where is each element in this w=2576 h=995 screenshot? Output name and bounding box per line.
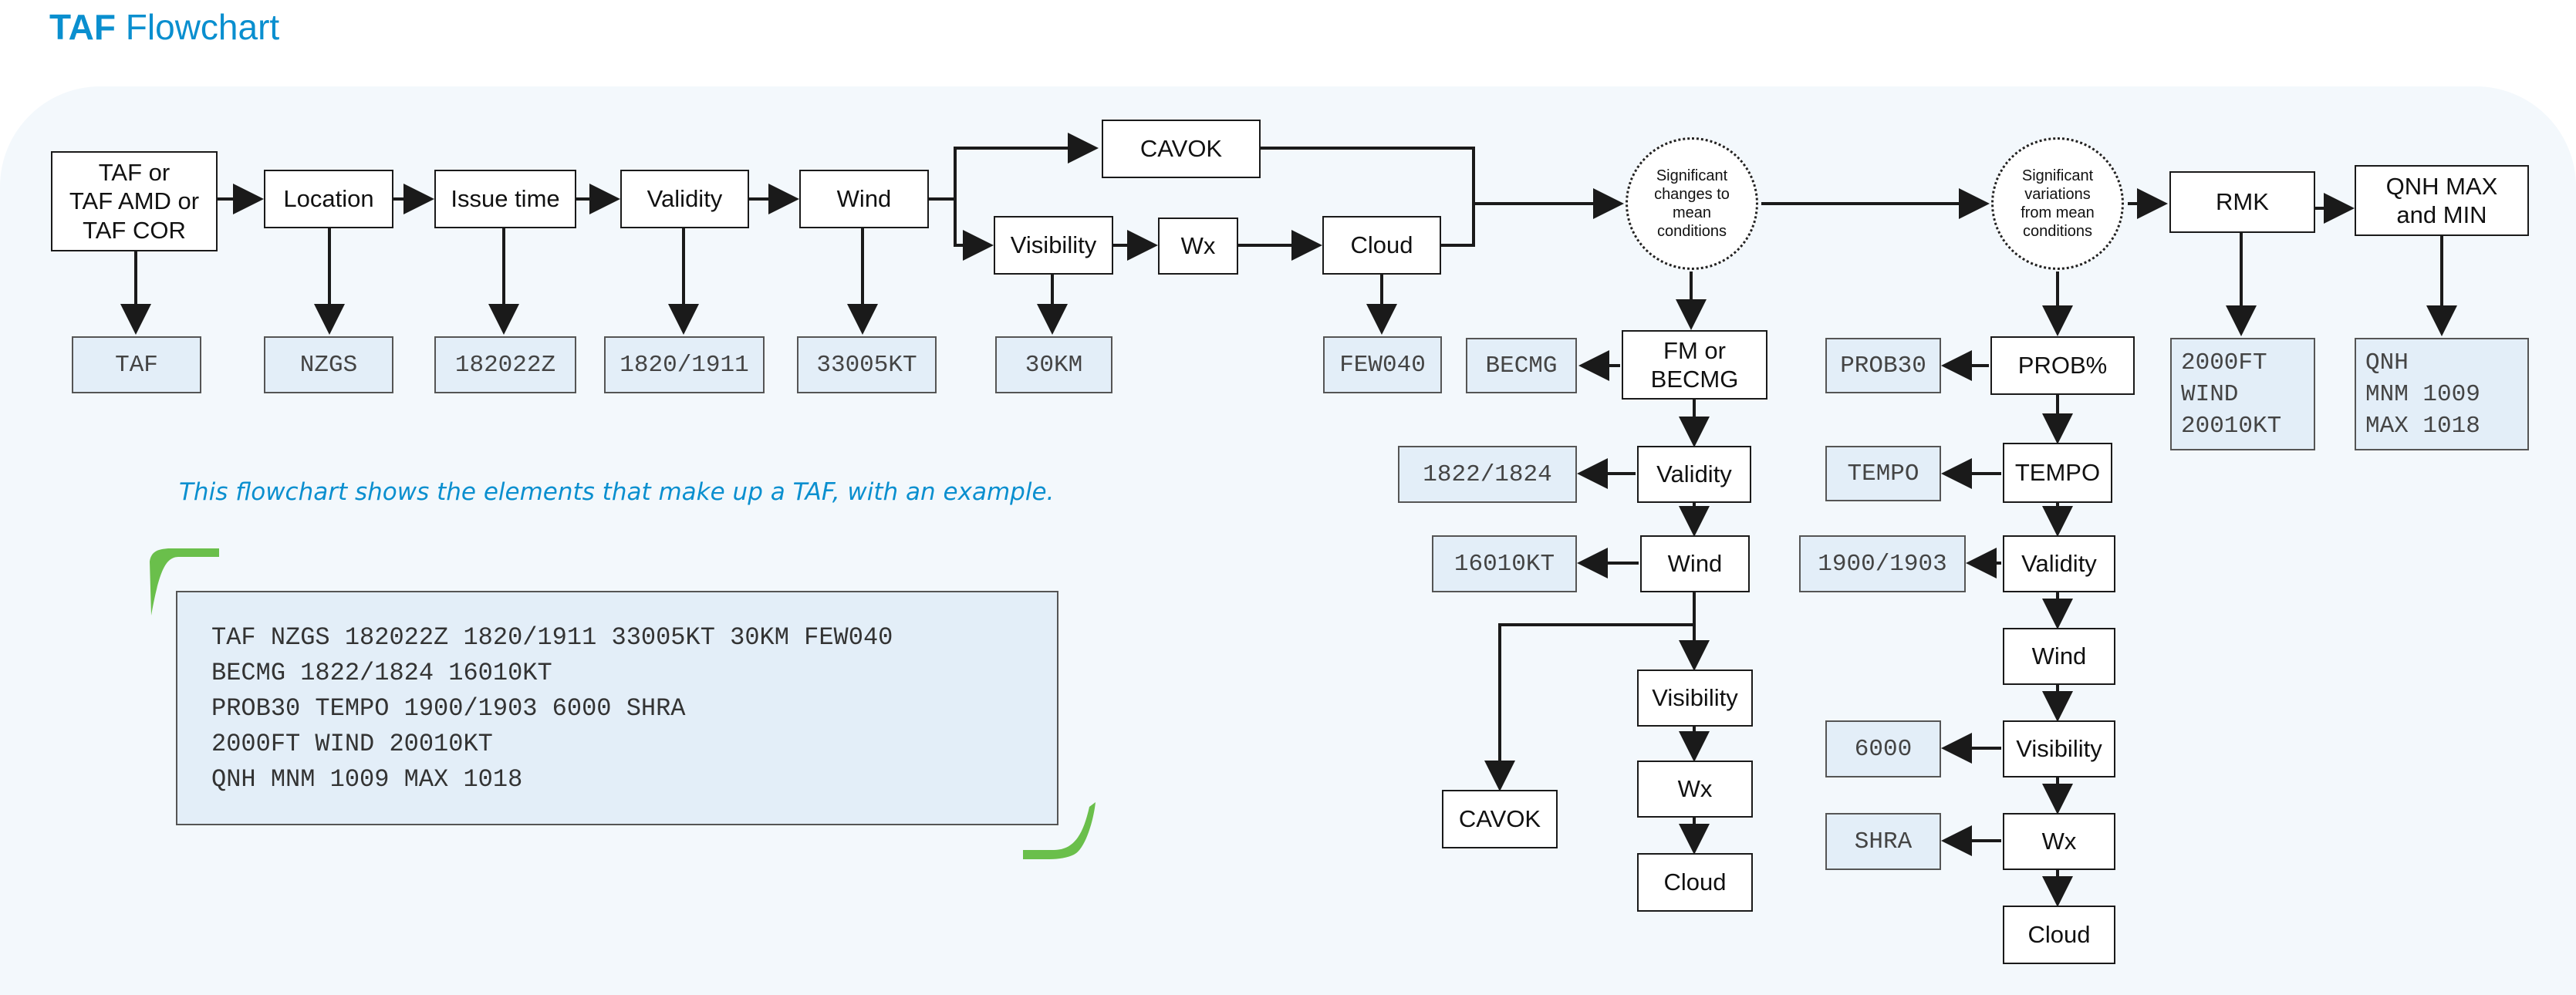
prob-validity-example: 1900/1903 <box>1799 535 1966 592</box>
becmg-wind-box: Wind <box>1640 535 1750 592</box>
cloud-box: Cloud <box>1322 216 1441 275</box>
rmk-example: 2000FT WIND 20010KT <box>2170 338 2315 450</box>
line-wind-visibility <box>954 199 994 261</box>
location-box: Location <box>264 170 393 228</box>
example-line: TAF NZGS 182022Z 1820/1911 33005KT 30KM … <box>211 623 893 652</box>
becmg-validity-box: Validity <box>1637 446 1751 503</box>
qnh-box: QNH MAX and MIN <box>2355 165 2529 236</box>
example-line: QNH MNM 1009 MAX 1018 <box>211 765 523 794</box>
prob-example: PROB30 <box>1825 338 1941 393</box>
taf-example: TAF <box>72 336 201 393</box>
significant-variations-circle: Significant variations from mean conditi… <box>1991 137 2124 270</box>
becmg-cloud-box: Cloud <box>1637 853 1753 912</box>
wind-box: Wind <box>799 170 929 228</box>
example-line: 2000FT WIND 20010KT <box>211 730 493 758</box>
cloud-example: FEW040 <box>1323 336 1442 393</box>
example-line: BECMG 1822/1824 16010KT <box>211 659 552 687</box>
becmg-visibility-box: Visibility <box>1637 670 1753 727</box>
issue-time-example: 182022Z <box>434 336 576 393</box>
fm-becmg-box: FM or BECMG <box>1622 330 1767 400</box>
prob-box: PROB% <box>1990 336 2135 395</box>
diagram-panel <box>0 86 2576 995</box>
becmg-validity-example: 1822/1824 <box>1398 446 1577 503</box>
page-title: TAF Flowchart <box>49 6 279 48</box>
visibility-box: Visibility <box>994 216 1113 275</box>
rmk-box: RMK <box>2169 171 2315 233</box>
example-line: PROB30 TEMPO 1900/1903 6000 SHRA <box>211 694 686 723</box>
becmg-example: BECMG <box>1466 338 1577 393</box>
example-taf-box: TAF NZGS 182022Z 1820/1911 33005KT 30KM … <box>176 591 1058 825</box>
title-rest: Flowchart <box>116 7 280 47</box>
becmg-wind-example: 16010KT <box>1432 535 1577 592</box>
line-cavok-merge <box>1261 147 1475 204</box>
cavok-box: CAVOK <box>1102 120 1261 178</box>
becmg-cavok-box: CAVOK <box>1442 790 1558 848</box>
visibility-example: 30KM <box>995 336 1112 393</box>
validity-example: 1820/1911 <box>604 336 765 393</box>
significant-changes-circle: Significant changes to mean conditions <box>1626 137 1758 270</box>
validity-box: Validity <box>620 170 749 228</box>
wind-example: 33005KT <box>797 336 937 393</box>
prob-cloud-box: Cloud <box>2003 906 2115 964</box>
becmg-wx-box: Wx <box>1637 761 1753 818</box>
prob-visibility-example: 6000 <box>1825 720 1941 777</box>
caption: This flowchart shows the elements that m… <box>179 478 1055 506</box>
prob-wx-box: Wx <box>2003 813 2115 870</box>
prob-wind-box: Wind <box>2003 628 2115 685</box>
tempo-box: TEMPO <box>2003 443 2112 503</box>
prob-validity-box: Validity <box>2003 535 2115 592</box>
qnh-example: QNH MNM 1009 MAX 1018 <box>2355 338 2529 450</box>
line-cloud-merge <box>1441 204 1475 247</box>
prob-wx-example: SHRA <box>1825 813 1941 870</box>
line-wind-split <box>929 133 1099 201</box>
issue-time-box: Issue time <box>434 170 576 228</box>
prob-visibility-box: Visibility <box>2003 720 2115 777</box>
line-wind-cavok-b <box>1484 623 1694 791</box>
wx-box: Wx <box>1158 218 1238 275</box>
title-bold: TAF <box>49 7 116 47</box>
location-example: NZGS <box>264 336 393 393</box>
tempo-example: TEMPO <box>1825 446 1941 501</box>
taf-box: TAF or TAF AMD or TAF COR <box>51 151 218 251</box>
